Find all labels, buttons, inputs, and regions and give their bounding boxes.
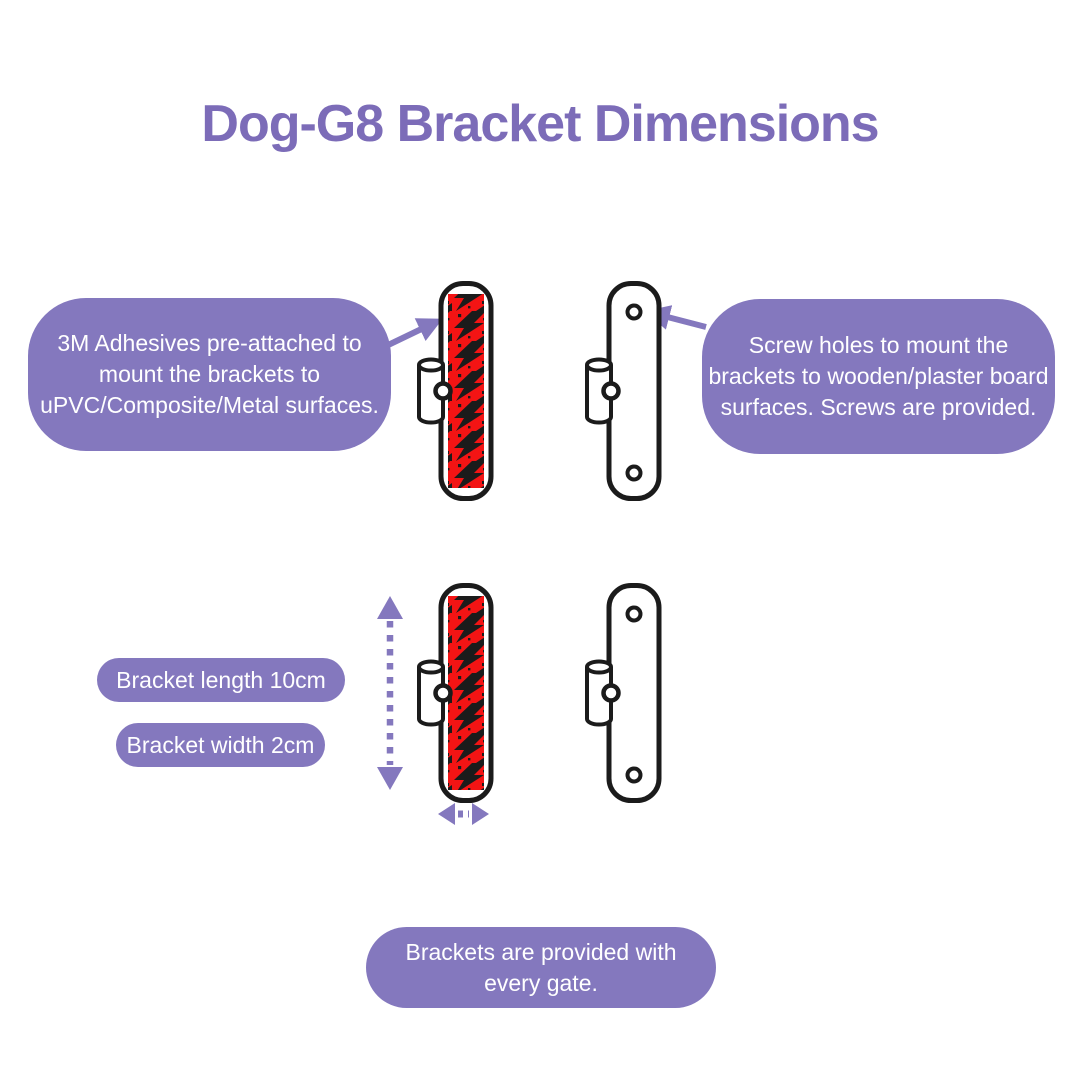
bracket-back-screws-figure (584, 281, 662, 501)
screw-callout-line: Screw holes to mount the (748, 332, 1009, 358)
adhesive-callout-line: 3M Adhesives pre-attached to (57, 330, 362, 356)
bracket-back-screws-figure (584, 583, 662, 803)
screw-callout-line: brackets to wooden/plaster board (708, 363, 1049, 389)
adhesive-callout-line: mount the brackets to (98, 361, 321, 387)
bracket-front-adhesive-figure (416, 281, 494, 501)
adhesive-pointer-arrow-icon (382, 318, 443, 350)
provided-callout-bubble: Brackets are provided with every gate. (366, 927, 716, 1008)
provided-callout-line: Brackets are provided with (405, 938, 677, 965)
bracket-front-adhesive-figure (416, 583, 494, 803)
screw-callout-line: surfaces. Screws are provided. (720, 394, 1037, 420)
length-dimension-arrow-icon (377, 596, 403, 790)
width-dimension-arrow-icon (438, 803, 489, 825)
page-title: Dog-G8 Bracket Dimensions (201, 95, 879, 153)
width-label-pill: Bracket width 2cm (116, 723, 325, 767)
length-label-pill: Bracket length 10cm (97, 658, 345, 702)
adhesive-callout-bubble: 3M Adhesives pre-attached to mount the b… (28, 298, 391, 451)
adhesive-callout-line: uPVC/Composite/Metal surfaces. (40, 392, 379, 418)
screw-callout-bubble: Screw holes to mount the brackets to woo… (702, 299, 1055, 454)
provided-callout-line: every gate. (484, 969, 598, 996)
